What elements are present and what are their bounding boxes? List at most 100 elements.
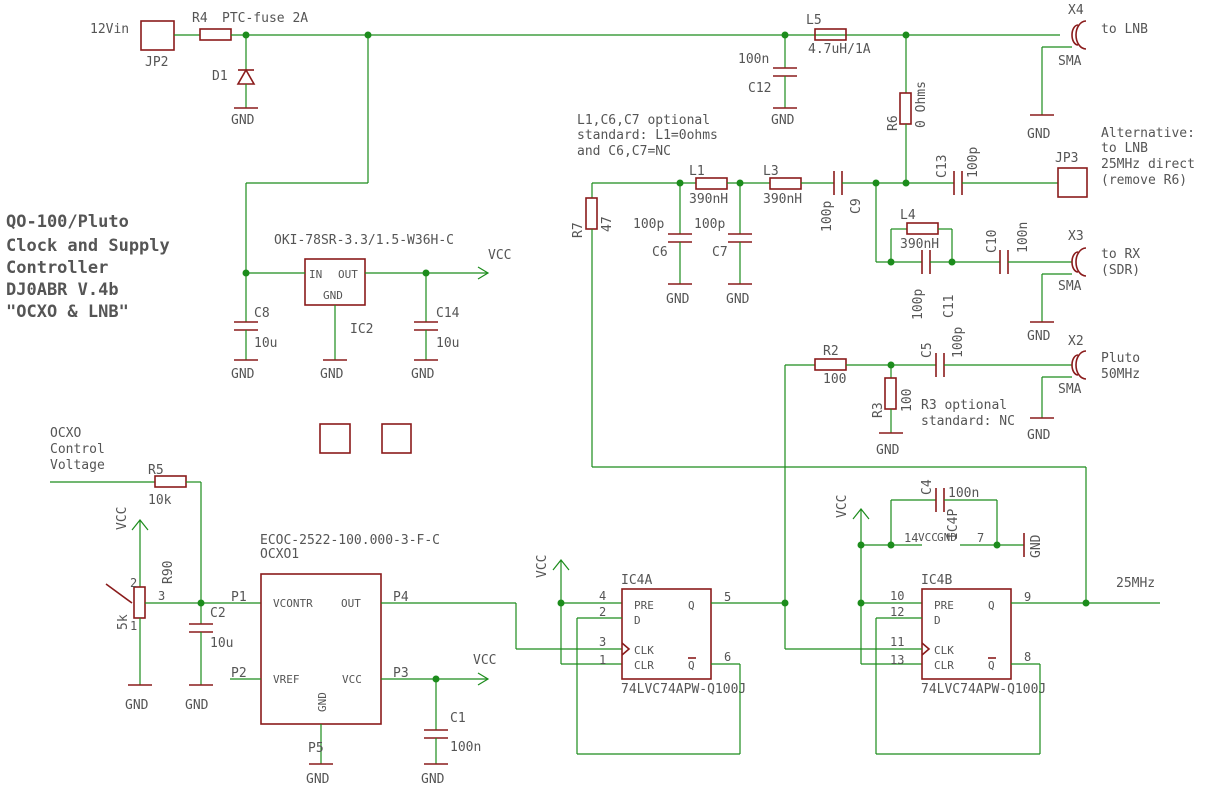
- label-d: D: [934, 614, 941, 627]
- label-r7: R7: [571, 222, 586, 238]
- label-vcc-pin: VCC: [342, 673, 362, 686]
- pin-pre: 10: [890, 589, 904, 603]
- label-gnd: GND: [937, 531, 957, 544]
- label-vcc-pin: VCC: [918, 531, 938, 544]
- label-r3-value: 100: [900, 389, 915, 412]
- label-gnd: GND: [666, 292, 690, 307]
- title-line-5: "OCXO & LNB": [6, 302, 129, 322]
- r90-potentiometer: [133, 586, 146, 619]
- label-sma: SMA: [1058, 54, 1082, 69]
- label-c13-value: 100p: [966, 147, 981, 178]
- label-clk: CLK: [934, 644, 954, 657]
- label-c11: C11: [942, 295, 957, 318]
- label-c12: C12: [748, 81, 771, 96]
- label-d1: D1: [212, 69, 228, 84]
- label-r2-value: 100: [823, 372, 846, 387]
- label-sma: SMA: [1058, 279, 1082, 294]
- label-clr: CLR: [634, 659, 654, 672]
- label-pre: PRE: [934, 599, 954, 612]
- pin-q: 9: [1024, 590, 1031, 604]
- label-ocxo: OCXO1: [260, 547, 299, 562]
- lnb-feed: 100n C12 GND L5 4.7uH/1A R6 0 Ohms GND X…: [738, 3, 1148, 183]
- label-gnd: GND: [125, 698, 149, 713]
- label-c9: C9: [849, 198, 864, 214]
- label-vref: VREF: [273, 673, 300, 686]
- label-gnd: GND: [306, 772, 330, 787]
- r4-resistor: [199, 28, 232, 41]
- pin-qn: 8: [1024, 650, 1031, 664]
- label-gnd: GND: [411, 367, 435, 382]
- label-pluto-1: Pluto: [1101, 351, 1140, 366]
- pin-vcc: 14: [904, 531, 918, 545]
- label-clr: CLR: [934, 659, 954, 672]
- label-out-pin: OUT: [341, 597, 361, 610]
- label-l3-value: 390nH: [763, 192, 802, 207]
- label-c1-value: 100n: [450, 740, 481, 755]
- label-p4: P4: [393, 590, 409, 605]
- label-l4: L4: [900, 208, 916, 223]
- label-ptc-fuse: PTC-fuse 2A: [222, 11, 308, 26]
- label-vcc: VCC: [488, 248, 511, 263]
- label-in: IN: [309, 268, 322, 281]
- pin-clr: 1: [599, 653, 606, 667]
- pin-clr: 13: [890, 653, 904, 667]
- label-c8: C8: [254, 306, 270, 321]
- label-q: Q: [988, 599, 995, 612]
- title-line-2: Clock and Supply: [6, 236, 170, 256]
- pin-1: 1: [130, 619, 137, 633]
- label-pre: PRE: [634, 599, 654, 612]
- label-r6-value: 0 Ohms: [914, 81, 929, 128]
- label-c7-value: 100p: [694, 217, 725, 232]
- label-alt-3: 25MHz direct: [1101, 157, 1195, 172]
- label-c8-value: 10u: [254, 336, 277, 351]
- ic4b-flipflop: [921, 588, 1012, 680]
- label-to-rx-2: (SDR): [1101, 263, 1140, 278]
- label-r5: R5: [148, 463, 164, 478]
- label-gnd: GND: [231, 113, 255, 128]
- label-gnd: GND: [1027, 127, 1051, 142]
- label-c9-value: 100p: [820, 201, 835, 232]
- label-c7: C7: [712, 245, 728, 260]
- label-c4-value: 100n: [948, 486, 979, 501]
- label-gnd: GND: [726, 292, 750, 307]
- label-r4: R4: [192, 11, 208, 26]
- label-vcc: VCC: [115, 507, 130, 530]
- label-p5: P5: [308, 741, 324, 756]
- pin-d: 2: [599, 605, 606, 619]
- label-sma: SMA: [1058, 382, 1082, 397]
- label-gnd: GND: [320, 367, 344, 382]
- label-l4-value: 390nH: [900, 237, 939, 252]
- label-c2-value: 10u: [210, 636, 233, 651]
- label-ocxo-ctrl-2: Control: [50, 442, 105, 457]
- jp3-connector: [1057, 167, 1088, 198]
- label-opt-2: standard: L1=0ohms: [577, 128, 718, 143]
- jp2-connector: [140, 20, 175, 51]
- label-r6: R6: [886, 115, 901, 131]
- label-to-rx-1: to RX: [1101, 247, 1140, 262]
- regulator: OKI-78SR-3.3/1.5-W36H-C IN OUT GND VCC G…: [231, 233, 511, 382]
- pin-clk: 11: [890, 635, 904, 649]
- label-c14: C14: [436, 306, 460, 321]
- ocxo-control: OCXO Control Voltage R5 10k VCC GND R90 …: [50, 426, 261, 713]
- l1-inductor: [695, 177, 728, 190]
- label-gnd: GND: [1027, 428, 1051, 443]
- label-r3-opt-1: R3 optional: [921, 398, 1007, 413]
- label-x4: X4: [1068, 3, 1084, 18]
- label-gnd: GND: [1027, 329, 1051, 344]
- d1-diode: [236, 68, 256, 85]
- pin-qn: 6: [724, 650, 731, 664]
- label-p2: P2: [231, 666, 247, 681]
- title-block: QO-100/Pluto Clock and Supply Controller…: [6, 212, 170, 322]
- ocxo: ECOC-2522-100.000-3-F-C OCXO1 VCONTR OUT…: [230, 533, 622, 787]
- l4-inductor: [906, 222, 939, 235]
- title-line-3: Controller: [6, 258, 108, 278]
- title-line-4: DJ0ABR V.4b: [6, 280, 119, 300]
- label-gnd: GND: [185, 698, 209, 713]
- label-vcontr: VCONTR: [273, 597, 313, 610]
- label-ocxo-ctrl-3: Voltage: [50, 458, 105, 473]
- label-c12-value: 100n: [738, 52, 769, 67]
- label-alt-2: to LNB: [1101, 141, 1148, 156]
- label-gnd: GND: [1029, 534, 1044, 558]
- l3-inductor: [769, 177, 802, 190]
- label-12vin: 12Vin: [90, 22, 129, 37]
